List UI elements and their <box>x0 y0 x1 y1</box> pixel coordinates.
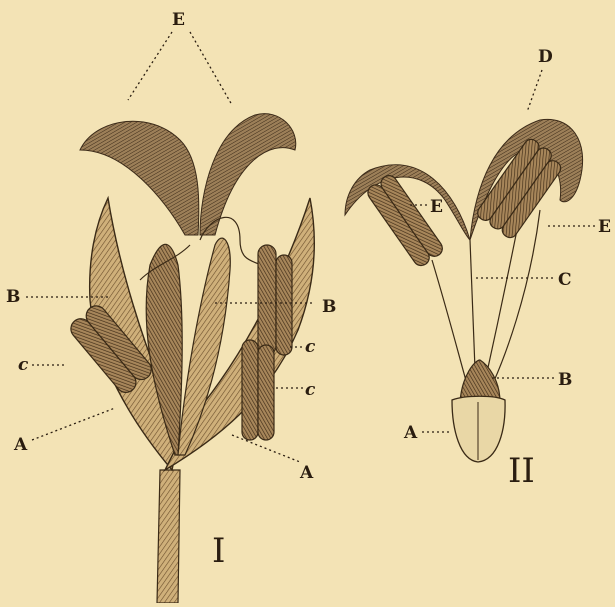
panel-two-drawing <box>345 119 583 462</box>
label-anther-left-i: c <box>18 355 29 375</box>
leader-stigma-ii <box>527 70 542 112</box>
leader-stigma-right <box>190 32 232 105</box>
anther-right-upper <box>258 245 292 355</box>
stalk <box>157 470 180 603</box>
label-ovary-ii: B <box>558 370 572 390</box>
leader-stigma-left <box>128 32 172 100</box>
label-stigma-ii: D <box>538 47 553 67</box>
label-glume-left-i: A <box>13 435 28 455</box>
filament-ii-four <box>486 210 540 398</box>
scales-ii <box>452 396 505 462</box>
label-anther-right-lower-i: c <box>305 380 316 400</box>
label-filament-left-i: B <box>6 287 20 307</box>
label-glume-right-i: A <box>299 463 314 483</box>
label-filament-ii: C <box>558 270 572 290</box>
anther-right-lower <box>242 340 274 440</box>
stigma-left <box>80 121 199 235</box>
leader-glume-left <box>32 408 115 440</box>
label-anther-right-ii: E <box>598 217 611 237</box>
label-scales-ii: A <box>403 423 418 443</box>
label-stigma-i: E <box>172 10 185 30</box>
label-anther-right-upper-i: c <box>305 337 316 357</box>
filament-ii-one <box>432 260 470 395</box>
stigma-right <box>200 114 296 235</box>
label-filament-right-i: B <box>322 297 336 317</box>
label-anther-left-ii: E <box>430 197 443 217</box>
panel-one-numeral: I <box>212 531 225 571</box>
panel-one-drawing <box>67 114 314 603</box>
panel-two-numeral: II <box>508 451 535 491</box>
